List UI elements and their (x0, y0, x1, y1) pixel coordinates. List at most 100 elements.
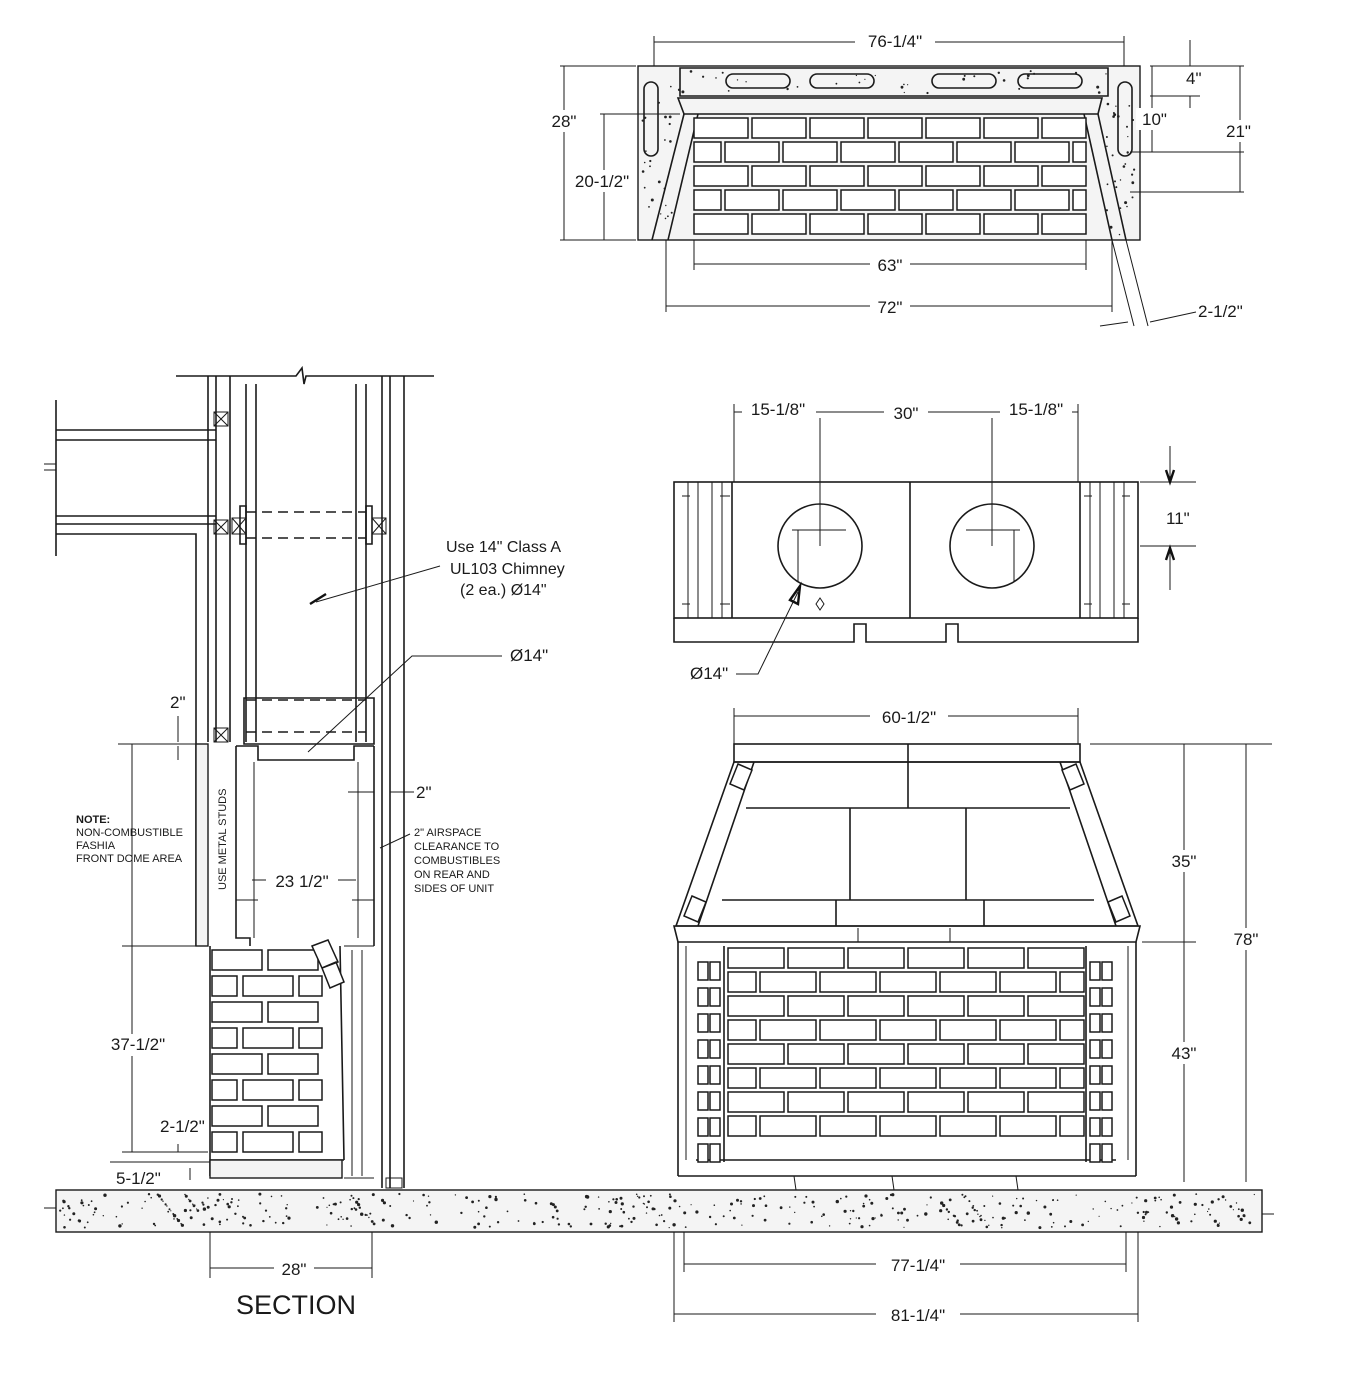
speckle (1016, 1197, 1018, 1200)
speckle (102, 1215, 105, 1217)
plan-slot (1117, 81, 1133, 157)
speckle (152, 1222, 156, 1226)
speckle (885, 1197, 889, 1200)
brick (967, 1091, 1025, 1113)
speckle (973, 1208, 976, 1212)
speckle (234, 1212, 237, 1216)
brick (693, 189, 722, 211)
speckle (1115, 186, 1118, 189)
front-elevation: 60-1/2" 35" 78" 43" 77-1/4" 81-1/4" (672, 706, 1272, 1326)
speckle (664, 217, 667, 220)
brick (1101, 1117, 1113, 1137)
speckle (162, 1200, 164, 1202)
brick (967, 1043, 1025, 1065)
speckle (1118, 233, 1121, 236)
speckle (340, 1216, 343, 1218)
speckle (1169, 1205, 1174, 1209)
speckle (1098, 1215, 1100, 1217)
speckle (828, 1225, 831, 1227)
speckle (390, 1224, 395, 1228)
speckle (1240, 1208, 1245, 1212)
speckle (1105, 73, 1107, 75)
speckle (722, 1215, 725, 1218)
speckle (584, 1205, 587, 1209)
speckle (1172, 1193, 1176, 1197)
dim-label: 78" (1234, 930, 1259, 949)
speckle (82, 1204, 85, 1207)
speckle (150, 1196, 152, 1199)
speckle (794, 1195, 797, 1198)
speckle (364, 1213, 367, 1216)
speckle (1105, 136, 1108, 138)
plan-slot (809, 73, 875, 89)
speckle (349, 1198, 351, 1201)
section-top-line (176, 365, 434, 385)
speckle (1229, 1205, 1233, 1208)
speckle (955, 1221, 959, 1224)
speckle (357, 1203, 361, 1207)
speckle (891, 1207, 894, 1210)
speckle (557, 1223, 561, 1226)
speckle (192, 1203, 194, 1205)
speckle (643, 186, 646, 189)
brick (697, 1091, 709, 1111)
speckle (645, 150, 647, 152)
speckle (889, 1193, 893, 1196)
leader-line (307, 655, 502, 753)
speckle (992, 1216, 994, 1219)
speckle (732, 1216, 736, 1220)
dim-label: 21" (1226, 122, 1251, 141)
speckle (789, 1206, 791, 1208)
brick (298, 1027, 323, 1049)
speckle (237, 1199, 240, 1201)
speckle (657, 180, 661, 184)
speckle (434, 1220, 438, 1224)
speckle (988, 1224, 990, 1227)
speckle (1121, 1204, 1124, 1207)
speckle (242, 1222, 245, 1225)
floor-break (44, 1207, 1274, 1215)
brick (956, 189, 1012, 211)
diamond-mark (815, 597, 825, 611)
section-title: SECTION (236, 1290, 356, 1320)
front-lintel-joint (857, 928, 951, 942)
speckle (218, 1220, 222, 1224)
brick (967, 947, 1025, 969)
brick (1089, 1013, 1101, 1033)
dim-label: Ø14" (690, 664, 728, 683)
dim-label: 37-1/2" (111, 1035, 165, 1054)
speckle (532, 1222, 536, 1226)
speckle (945, 1208, 949, 1211)
speckle (1122, 165, 1126, 168)
speckle (678, 89, 680, 91)
speckle (1075, 1194, 1077, 1196)
speckle (167, 1210, 170, 1213)
speckle (903, 91, 905, 94)
speckle (678, 1205, 681, 1208)
speckle (258, 1192, 262, 1196)
dim-line (110, 1144, 210, 1163)
speckle (998, 1202, 1002, 1205)
speckle (230, 1201, 233, 1204)
note-line: FRONT DOME AREA (76, 853, 183, 865)
speckle (249, 1224, 252, 1227)
speckle (1174, 1216, 1176, 1218)
brick (1089, 1091, 1101, 1111)
top-plan-view: 76-1/4" 28" 20-1/2" 4" 10" 21" 63" 72" 2… (548, 30, 1262, 327)
speckle (202, 1223, 206, 1226)
chimney-callout-line2: UL103 Chimney (450, 561, 565, 578)
speckle (929, 1196, 932, 1199)
speckle (83, 1226, 86, 1229)
speckle (1106, 183, 1109, 186)
brick (847, 995, 905, 1017)
speckle (358, 1206, 361, 1209)
speckle (962, 77, 966, 81)
speckle (664, 139, 666, 141)
brick (693, 141, 722, 163)
chimney-callout-line1: Use 14" Class A (446, 539, 561, 556)
speckle (939, 1209, 943, 1213)
speckle (357, 1198, 360, 1201)
chimney-plan-notch (682, 495, 1130, 605)
speckle (947, 1218, 949, 1221)
brick (697, 961, 709, 981)
